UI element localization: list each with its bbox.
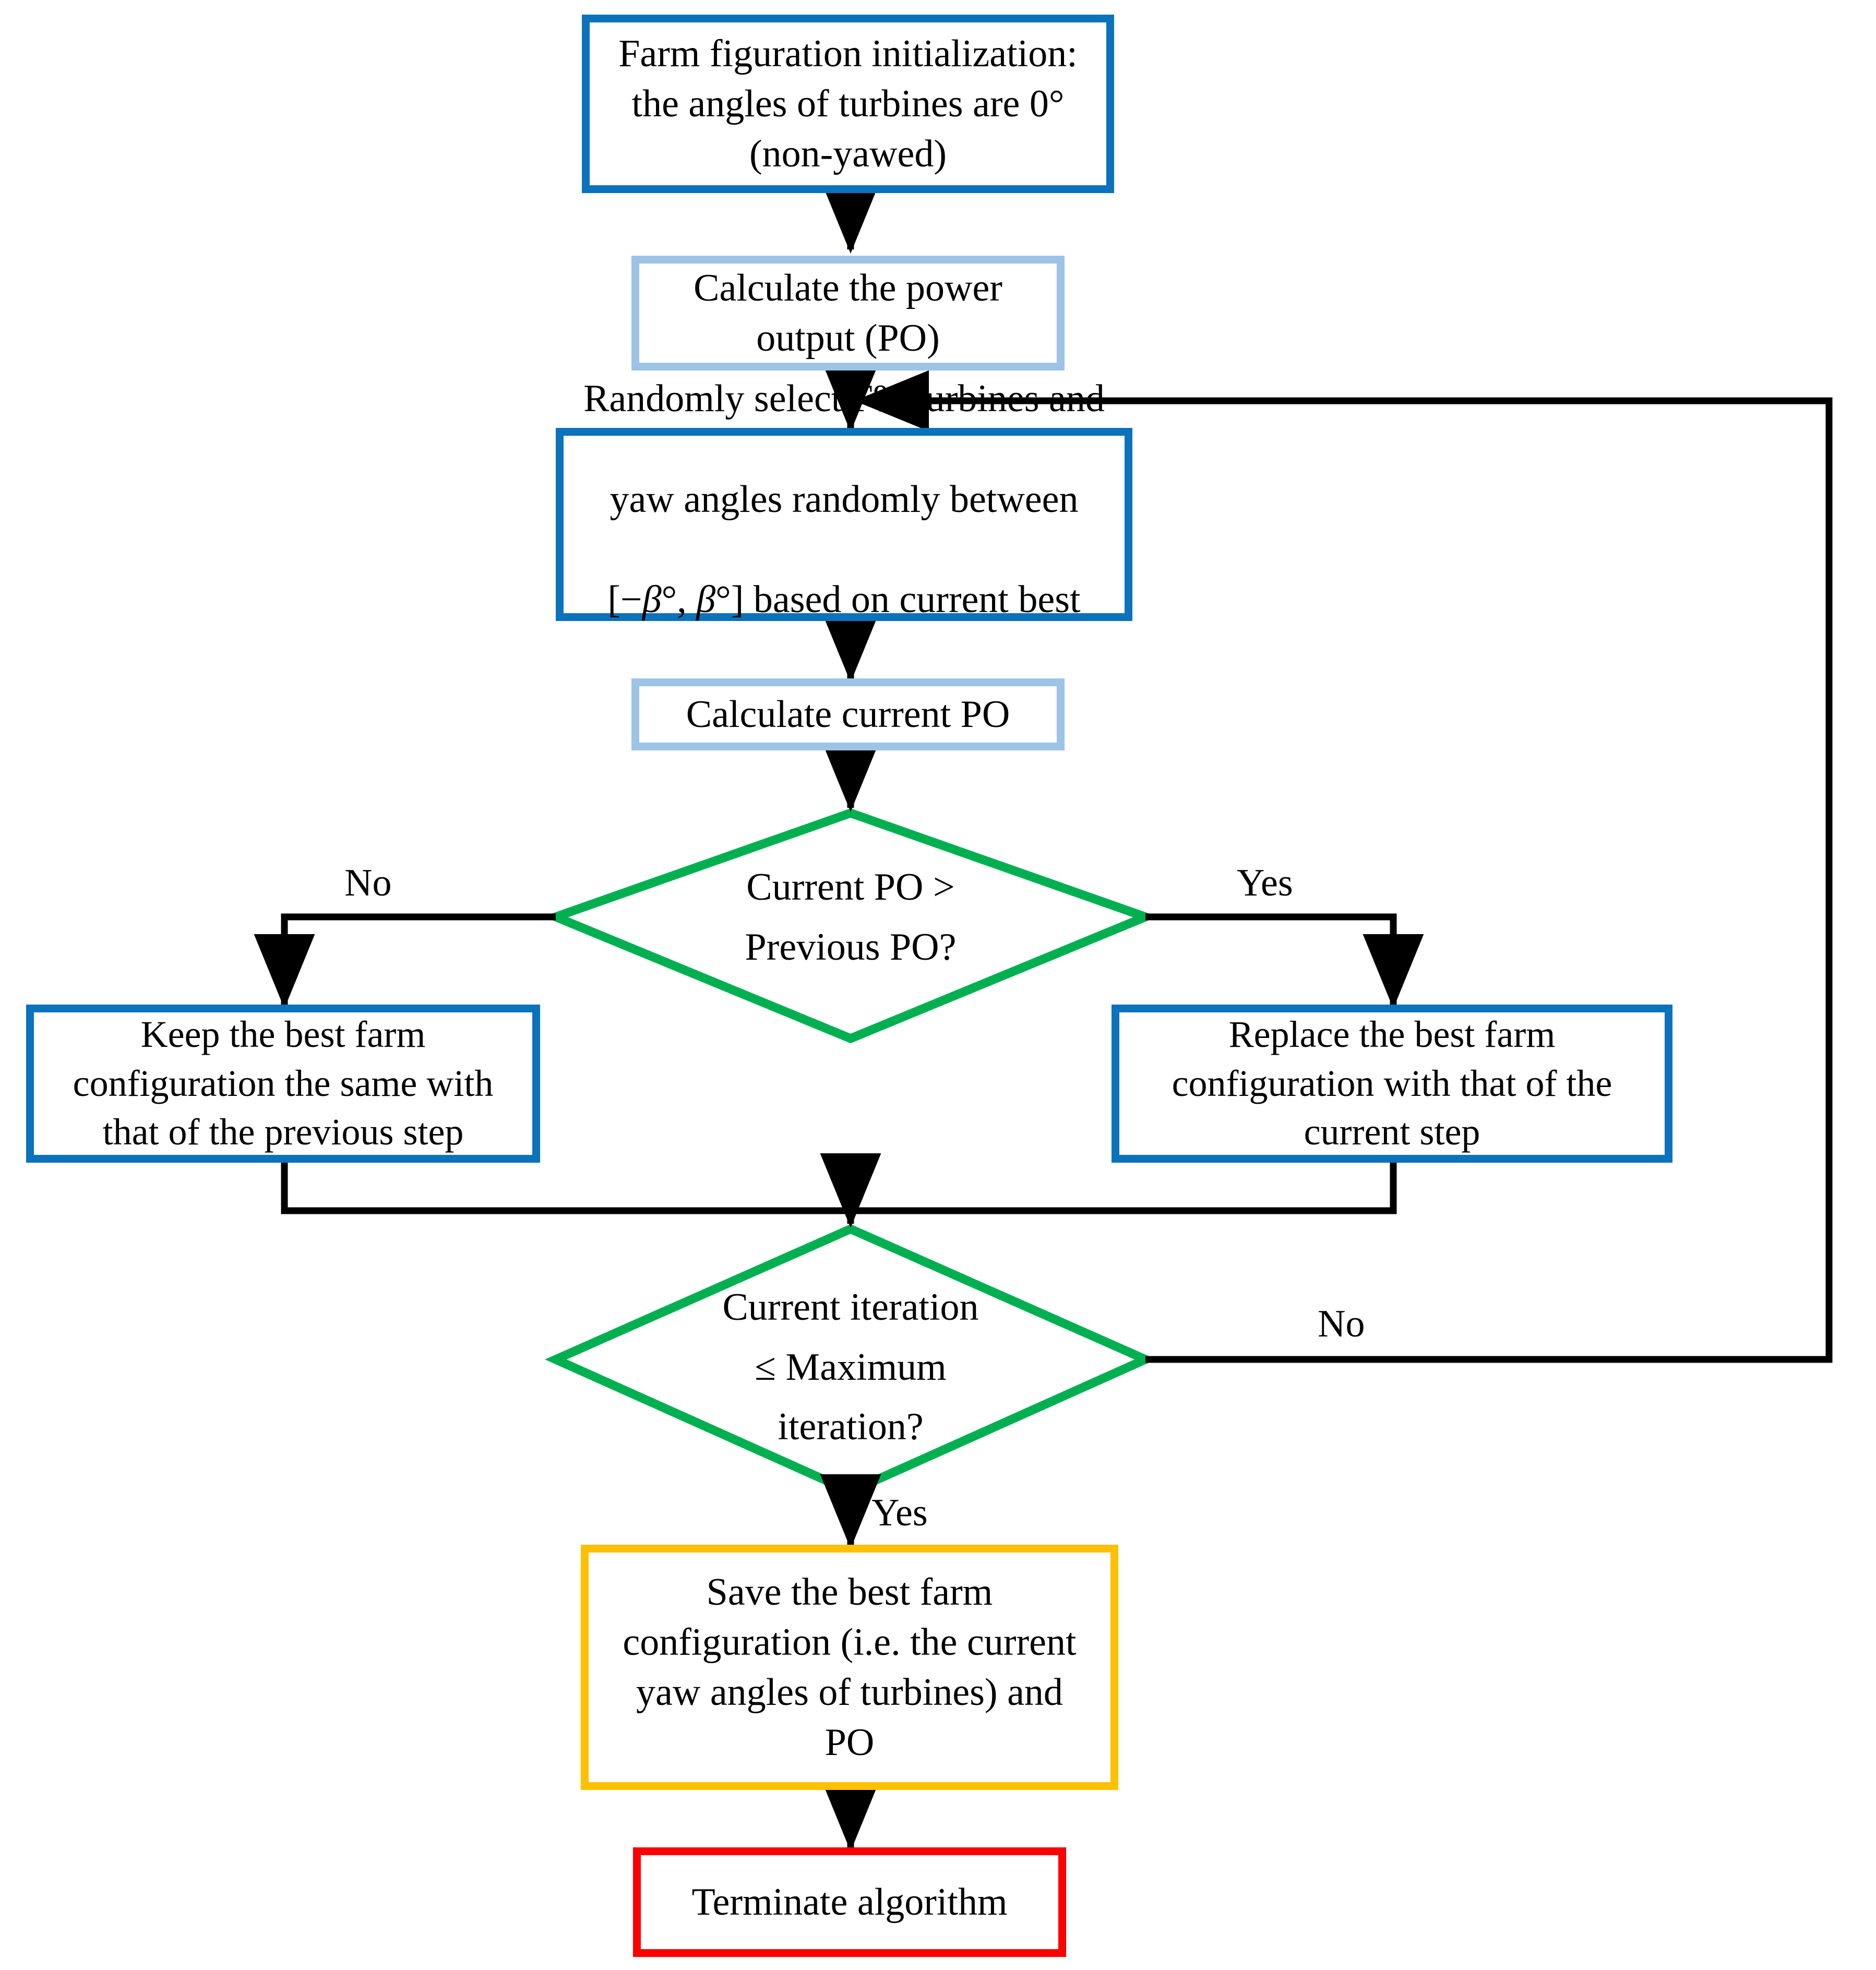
- edge-label-iteration-no: No: [1318, 1303, 1365, 1345]
- random-select-line-1: Randomly select F% turbines and: [583, 377, 1105, 421]
- node-replace-best-farm-configuration[interactable]: Replace the best farm configuration with…: [1112, 1005, 1672, 1163]
- node-label-terminate: Terminate algorithm: [691, 1880, 1008, 1924]
- node-keep-best-farm-configuration[interactable]: Keep the best farm configuration the sam…: [26, 1005, 540, 1163]
- decision-diamond-current-po: [543, 808, 1158, 1044]
- random-select-line-3-post: °] based on current best: [715, 578, 1081, 622]
- node-label-calc-current: Calculate current PO: [686, 693, 1010, 736]
- edge-label-po-yes: Yes: [1237, 862, 1293, 904]
- node-farm-figuration-initialization[interactable]: Farm figuration initialization: the angl…: [582, 15, 1114, 193]
- connector-replace-to-merge: [851, 1163, 1397, 1214]
- decision-diamond-current-iteration: [545, 1224, 1156, 1497]
- node-label-init: Farm figuration initialization: the angl…: [618, 32, 1078, 176]
- connector-decision-po-yes-to-replace: [1145, 913, 1424, 1009]
- node-randomly-select-turbines[interactable]: Randomly select F% turbines and yaw angl…: [556, 377, 1132, 722]
- node-save-best-farm-configuration[interactable]: Save the best farm configuration (i.e. t…: [581, 1545, 1118, 1790]
- beta-symbol-lower: β: [642, 578, 662, 622]
- node-label-keep-config: Keep the best farm configuration the sam…: [73, 1013, 494, 1153]
- node-terminate-algorithm[interactable]: Terminate algorithm: [633, 1847, 1066, 1957]
- connector-loop-back-to-random-select: [854, 370, 1833, 1363]
- node-label-save-config: Save the best farm configuration (i.e. t…: [623, 1570, 1077, 1764]
- random-select-line-2: yaw angles randomly between: [610, 477, 1079, 521]
- beta-symbol-upper: β: [696, 578, 716, 622]
- node-label-calc-power: Calculate the power output (PO): [694, 266, 1002, 360]
- node-label-random-select: Randomly select F% turbines and yaw angl…: [583, 324, 1105, 725]
- node-calculate-power-output[interactable]: Calculate the power output (PO): [631, 256, 1065, 371]
- random-select-line-3-pre: [−: [607, 578, 642, 622]
- connector-keep-to-merge: [281, 1163, 851, 1214]
- node-label-replace-config: Replace the best farm configuration with…: [1172, 1013, 1612, 1153]
- connector-decision-po-no-to-keep: [254, 913, 556, 1009]
- node-calculate-current-po[interactable]: Calculate current PO: [631, 678, 1065, 750]
- random-select-line-3-mid: °,: [661, 578, 697, 622]
- edge-label-po-no: No: [344, 862, 392, 904]
- edge-label-iteration-yes: Yes: [871, 1491, 928, 1534]
